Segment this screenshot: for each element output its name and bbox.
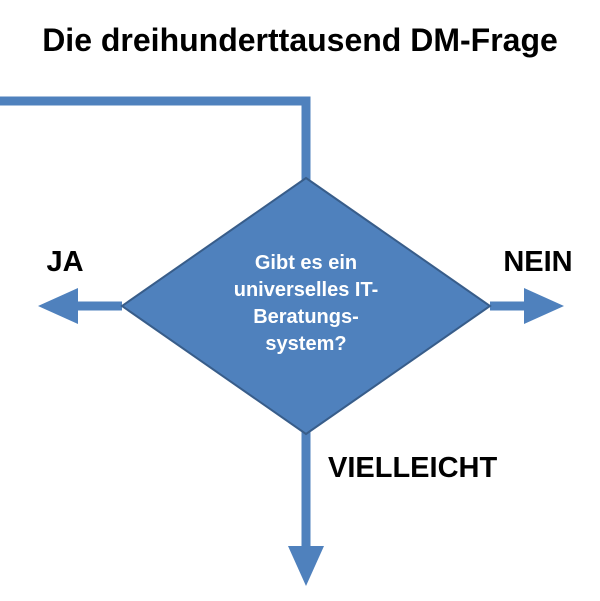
decision-question-line: system? — [265, 333, 347, 355]
branch-label-maybe: VIELLEICHT — [328, 452, 498, 484]
decision-question: Gibt es ein universelles IT- Beratungs- … — [206, 250, 406, 358]
flowchart-title: Die dreihunderttausend DM-Frage — [42, 22, 558, 58]
left-arrowhead — [38, 288, 78, 324]
right-arrowhead — [524, 288, 564, 324]
down-arrowhead — [288, 546, 324, 586]
branch-label-no: NEIN — [503, 246, 573, 278]
decision-question-line: Beratungs- — [253, 306, 359, 328]
decision-diamond — [120, 176, 492, 436]
incoming-connector-line — [0, 96, 311, 186]
branch-label-yes: JA — [46, 246, 84, 278]
decision-question-line: universelles IT- — [233, 279, 379, 301]
decision-question-line: Gibt es ein — [254, 252, 358, 274]
